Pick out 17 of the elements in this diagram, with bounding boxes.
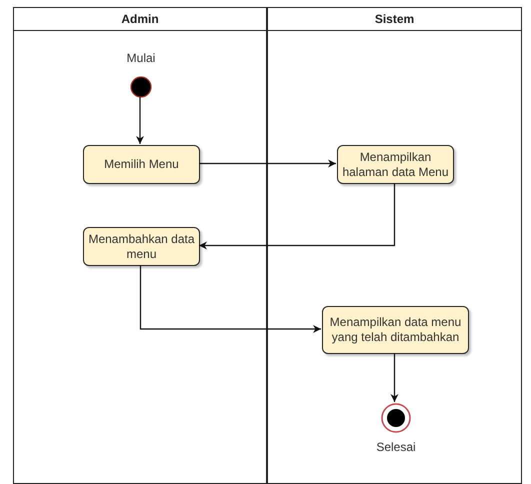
node-caption: Selesai: [375, 439, 417, 456]
swimlane: [13, 7, 267, 484]
node-caption: Mulai: [126, 50, 156, 67]
arrow: [199, 160, 336, 168]
initial-node: [130, 76, 152, 98]
arrow: [390, 353, 398, 402]
final-node: [381, 403, 411, 433]
action-box: Memilih Menu: [83, 145, 200, 184]
arrow: [199, 183, 396, 250]
action-box: Menambahkan data menu: [83, 227, 200, 266]
arrow: [140, 265, 321, 333]
lane-header: Admin: [14, 8, 266, 31]
swimlane: [267, 7, 522, 484]
action-box: Menampilkan data menu yang telah ditambahkan: [322, 306, 469, 354]
lane-header: Sistem: [268, 8, 521, 31]
action-box: Menampilkan halaman data Menu: [337, 145, 454, 184]
arrow: [136, 97, 144, 144]
